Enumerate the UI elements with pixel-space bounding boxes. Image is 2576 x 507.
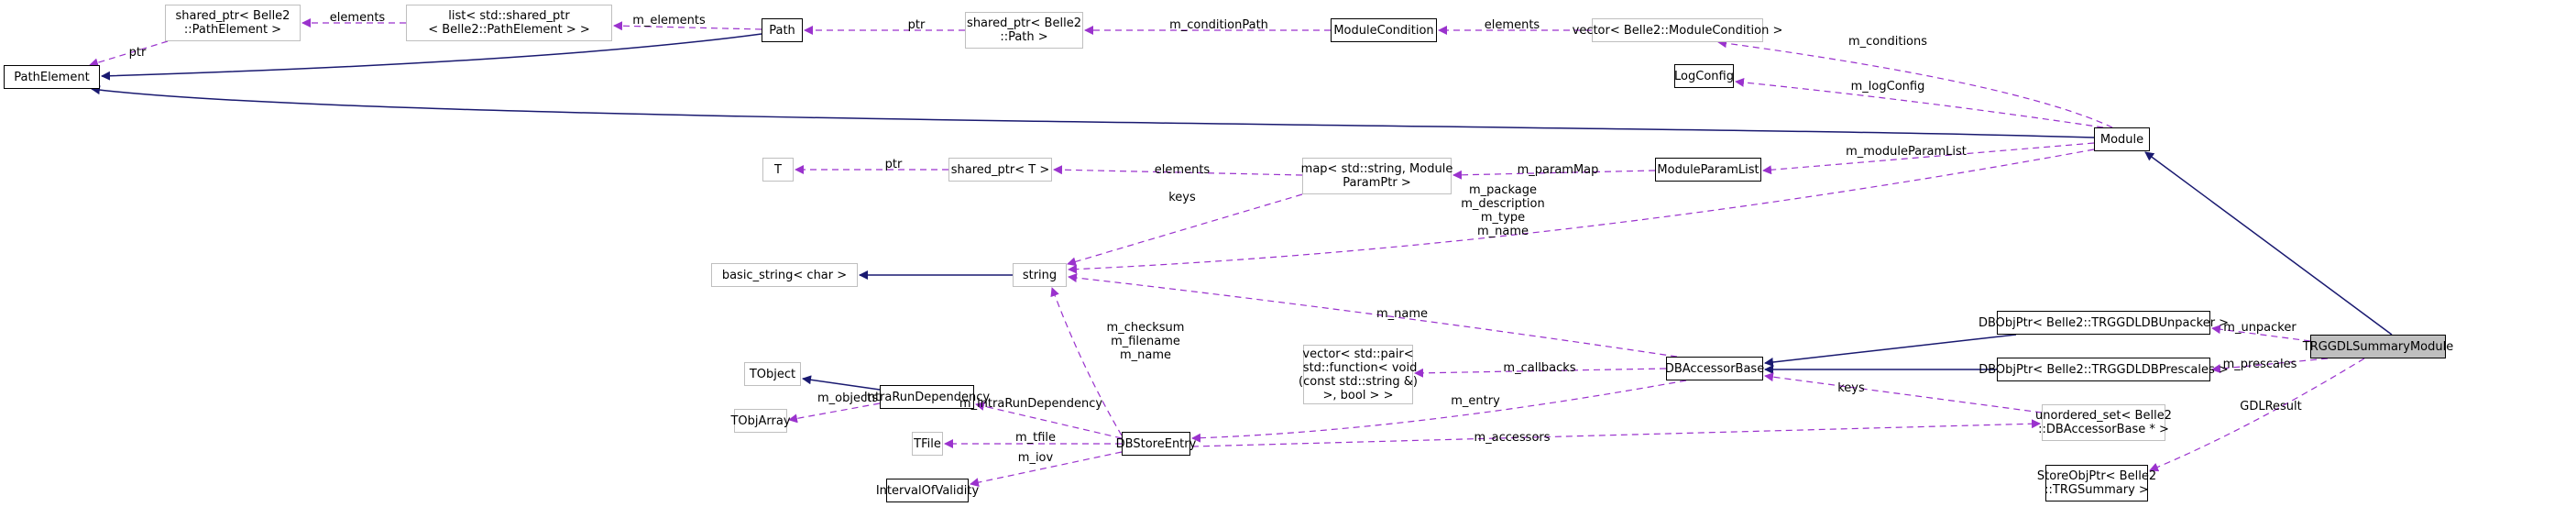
class-node-intra-run-dependency[interactable]: IntraRunDependency	[864, 385, 990, 409]
inheritance-edge-module-to-path-element	[91, 85, 2095, 138]
edge-label: m_accessors	[1474, 431, 1551, 445]
class-node-interval-of-validity[interactable]: IntervalOfValidity	[876, 479, 979, 502]
usage-edge-path-to-list-sp	[613, 21, 762, 31]
edge-label: m_logConfig	[1850, 80, 1925, 94]
class-node-sp-path: shared_ptr< Belle2 ::Path >	[965, 12, 1083, 49]
class-node-t: T	[762, 158, 794, 182]
edge-label: m_paramMap	[1517, 163, 1599, 177]
class-node-vec-callbacks: vector< std::pair< std::function< void (…	[1299, 345, 1418, 404]
class-node-path-element[interactable]: PathElement	[4, 65, 100, 89]
edge-label: m_unpacker	[2223, 321, 2296, 335]
usage-edge-dbstore-entry-to-string	[1050, 287, 1123, 436]
edge-label: m_conditionPath	[1169, 18, 1268, 32]
usage-edge-trggdlsummary-module-to-dbobj-ptr-unpacker	[2211, 325, 2311, 342]
usage-edge-dbaccessor-base-to-vec-callbacks	[1414, 368, 1667, 378]
usage-edge-dbaccessor-base-to-dbstore-entry	[1191, 380, 1687, 443]
usage-edge-dbstore-entry-to-interval-of-validity	[970, 451, 1123, 488]
edge-label: m_entry	[1451, 394, 1500, 408]
class-node-uset: unordered_set< Belle2 ::DBAccessorBase *…	[2035, 404, 2172, 441]
inheritance-edge-intra-run-dependency-to-tobject	[802, 375, 881, 391]
class-node-tfile: TFile	[912, 432, 943, 456]
class-node-module[interactable]: Module	[2094, 127, 2150, 151]
usage-edge-dbstore-entry-to-uset	[1191, 419, 2041, 447]
usage-edge-dbstore-entry-to-intra-run-dependency	[975, 402, 1123, 439]
edge-label: keys	[1837, 381, 1865, 395]
usage-edge-trggdlsummary-module-to-store-obj-ptr-trgsummary	[2149, 358, 2365, 472]
class-node-tobj-array: TObjArray	[730, 409, 791, 433]
class-node-trggdlsummary-module: TRGGDLSummaryModule	[2303, 335, 2453, 358]
class-node-sp-path-element: shared_ptr< Belle2 ::PathElement >	[165, 5, 301, 41]
class-node-path[interactable]: Path	[762, 18, 803, 42]
edge-label: m_iov	[1017, 451, 1054, 465]
edge-label: m_name	[1376, 307, 1429, 321]
edge-label: m_intraRunDependency	[959, 397, 1103, 411]
usage-edge-intra-run-dependency-to-tobj-array	[788, 402, 881, 424]
usage-edge-sp-path-element-to-path-element	[89, 40, 169, 68]
class-node-tobject: TObject	[744, 362, 801, 386]
class-node-string: string	[1013, 263, 1067, 287]
edge-label: m_moduleParamList	[1846, 145, 1967, 159]
class-node-module-param-list[interactable]: ModuleParamList	[1655, 158, 1761, 182]
edge-label: ptr	[128, 46, 147, 60]
inheritance-edge-dbobj-ptr-unpacker-to-dbaccessor-base	[1764, 334, 2017, 367]
class-node-dbobj-ptr-unpacker[interactable]: DBObjPtr< Belle2::TRGGDLDBUnpacker >	[1979, 311, 2229, 335]
class-node-dbaccessor-base[interactable]: DBAccessorBase	[1665, 357, 1764, 380]
class-node-log-config[interactable]: LogConfig	[1674, 64, 1734, 88]
edge-label: m_objects	[817, 391, 878, 405]
edge-label: m_conditions	[1847, 35, 1928, 49]
edge-label: m_elements	[632, 14, 706, 28]
usage-edge-module-to-module-param-list	[1762, 142, 2095, 175]
class-node-list-sp: list< std::shared_ptr < Belle2::PathElem…	[406, 5, 612, 41]
edge-label: elements	[329, 11, 386, 25]
usage-edge-module-param-list-to-map-param	[1452, 170, 1656, 180]
class-node-dbstore-entry[interactable]: DBStoreEntry	[1116, 432, 1196, 456]
class-node-vec-module-condition: vector< Belle2::ModuleCondition >	[1573, 18, 1782, 42]
class-node-dbobj-ptr-prescales[interactable]: DBObjPtr< Belle2::TRGGDLDBPrescales >	[1979, 358, 2229, 381]
usage-edge-map-param-to-string	[1067, 193, 1303, 267]
class-node-module-condition[interactable]: ModuleCondition	[1331, 18, 1437, 42]
edge-label: elements	[1154, 163, 1211, 177]
usage-edge-module-to-string	[1068, 149, 2095, 274]
edge-label: m_prescales	[2222, 358, 2297, 371]
class-node-basic-string: basic_string< char >	[711, 263, 858, 287]
edge-label: GDLResult	[2240, 400, 2302, 413]
inheritance-edge-trggdlsummary-module-to-module	[2144, 151, 2393, 336]
edge-label: ptr	[884, 158, 903, 171]
edge-label: m_callbacks	[1503, 361, 1576, 375]
edge-label: keys	[1168, 191, 1196, 204]
class-node-store-obj-ptr-trgsummary[interactable]: StoreObjPtr< Belle2 ::TRGSummary >	[2037, 465, 2156, 501]
class-node-sp-t: shared_ptr< T >	[948, 158, 1052, 182]
edge-label: m_checksum m_filename m_name	[1106, 321, 1185, 362]
usage-edge-module-to-log-config	[1735, 77, 2104, 128]
class-node-map-param: map< std::string, Module ParamPtr >	[1301, 158, 1452, 194]
edge-label: elements	[1484, 18, 1540, 32]
inheritance-edge-path-to-path-element	[101, 33, 762, 81]
edge-label: m_package m_description m_type m_name	[1461, 183, 1545, 238]
usage-edge-uset-to-dbaccessor-base	[1764, 372, 2043, 413]
edge-label: m_tfile	[1014, 431, 1057, 445]
edge-label: ptr	[907, 18, 926, 32]
usage-edge-map-param-to-sp-t	[1053, 165, 1303, 176]
usage-edge-trggdlsummary-module-to-dbobj-ptr-prescales	[2211, 358, 2329, 374]
